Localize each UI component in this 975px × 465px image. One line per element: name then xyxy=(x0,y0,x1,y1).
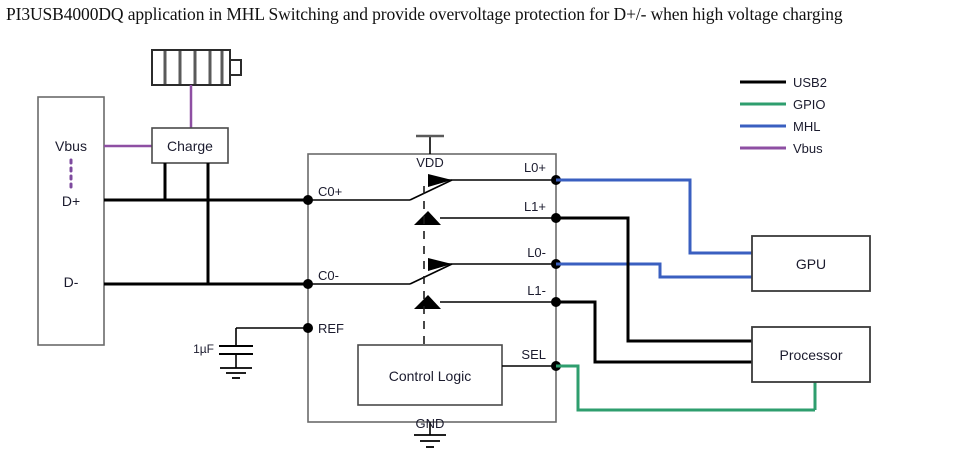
pin-label-vdd: VDD xyxy=(416,155,443,170)
decoupling-capacitor: 1µF xyxy=(193,327,308,379)
wire-l0plus-to-gpu xyxy=(556,178,752,255)
capacitor-label: 1µF xyxy=(193,342,214,356)
pin-label-c0plus: C0+ xyxy=(318,184,342,199)
charger-label: Charge xyxy=(167,138,213,154)
legend-item-mhl: MHL xyxy=(740,119,820,134)
page-title: PI3USB4000DQ application in MHL Switchin… xyxy=(6,4,843,24)
pin-node-ref xyxy=(303,323,313,333)
battery-icon xyxy=(151,49,242,86)
pin-label-c0minus: C0- xyxy=(318,268,339,283)
processor-block: Processor xyxy=(751,326,871,383)
wire-l1plus-to-processor xyxy=(556,216,752,343)
control-logic-block: Control Logic xyxy=(357,344,556,406)
switch-arrowhead-l0minus xyxy=(428,258,452,271)
pin-label-l1minus: L1- xyxy=(527,283,546,298)
legend-label-usb2: USB2 xyxy=(793,75,827,90)
ground-symbol-cap xyxy=(220,367,252,379)
switch-arm-c0plus xyxy=(409,179,453,201)
switch-arrowhead-l1plus xyxy=(414,211,441,225)
connector-pin-label-vbus: Vbus xyxy=(55,138,87,154)
ground-symbol-ic xyxy=(414,434,446,448)
usb-connector-block: Vbus D+ D- xyxy=(37,96,105,346)
legend-label-gpio: GPIO xyxy=(793,97,826,112)
legend: USB2 GPIO MHL Vbus xyxy=(740,75,827,156)
legend-label-mhl: MHL xyxy=(793,119,820,134)
pin-label-ref: REF xyxy=(318,321,344,336)
gpu-label: GPU xyxy=(796,256,826,272)
ic-block-pi3usb4000dq: VDD GND C0+ C0- REF xyxy=(303,134,561,448)
pin-label-gnd: GND xyxy=(416,416,445,431)
pin-label-l0minus: L0- xyxy=(527,245,546,260)
wire-sel-to-processor-gpio xyxy=(556,364,815,412)
control-logic-label: Control Logic xyxy=(389,368,472,384)
switch-arm-c0minus xyxy=(409,263,453,285)
gpu-block: GPU xyxy=(751,235,871,292)
pin-label-l0plus: L0+ xyxy=(524,160,546,175)
switch-arrowhead-l0plus xyxy=(428,174,452,187)
processor-label: Processor xyxy=(779,347,842,363)
switch-arrowhead-l1minus xyxy=(414,295,441,309)
connector-pin-label-dminus: D- xyxy=(64,274,79,290)
pin-label-sel: SEL xyxy=(521,347,546,362)
legend-label-vbus: Vbus xyxy=(793,141,823,156)
connector-pin-label-dplus: D+ xyxy=(62,193,80,209)
legend-item-vbus: Vbus xyxy=(740,141,823,156)
wire-l1minus-to-processor xyxy=(556,300,752,364)
legend-item-gpio: GPIO xyxy=(740,97,826,112)
charger-block: Charge xyxy=(151,127,229,164)
wire-l0minus-to-gpu xyxy=(556,262,752,279)
pin-label-l1plus: L1+ xyxy=(524,199,546,214)
legend-item-usb2: USB2 xyxy=(740,75,827,90)
